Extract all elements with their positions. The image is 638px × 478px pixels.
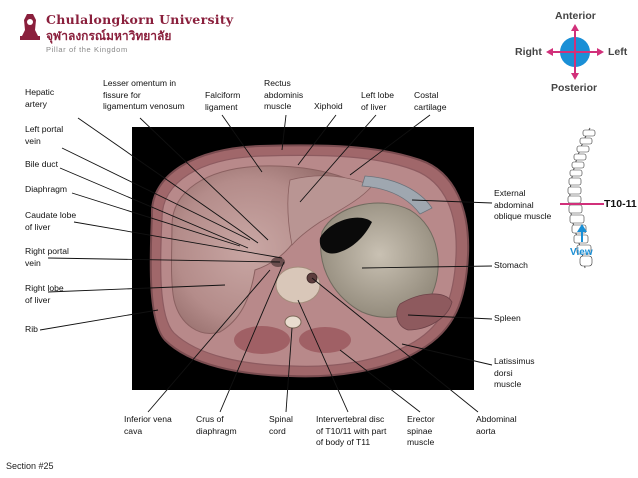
label-right-portal-vein: Right portal vein [25, 246, 69, 268]
label-costal-cartilage: Costal cartilage [414, 90, 447, 112]
label-erector-spinae: Erector spinae muscle [407, 414, 435, 448]
chulalongkorn-seal-icon [20, 14, 40, 40]
spine-level-label: T10-11 [604, 198, 637, 210]
label-falciform-ligament: Falciform ligament [205, 90, 241, 112]
label-abdominal-aorta: Abdominal aorta [476, 414, 517, 436]
view-arrow-icon [577, 224, 587, 242]
label-rib: Rib [25, 324, 38, 334]
university-name-th: จุฬาลงกรณ์มหาวิทยาลัย [46, 29, 172, 43]
label-right-lobe: Right lobe of liver [25, 283, 64, 305]
label-caudate-lobe: Caudate lobe of liver [25, 210, 77, 232]
label-crus-of-diaphragm: Crus of diaphragm [196, 414, 237, 436]
section-number: Section #25 [6, 461, 54, 471]
label-spinal-cord: Spinal cord [269, 414, 293, 436]
label-xiphoid: Xiphoid [314, 101, 343, 111]
spleen [396, 293, 453, 331]
label-rectus-abdominis: Rectus abdominis muscle [264, 78, 304, 112]
label-spleen: Spleen [494, 313, 521, 323]
label-hepatic-artery: Hepatic artery [25, 87, 55, 109]
orientation-top: Anterior [555, 10, 596, 22]
label-stomach: Stomach [494, 260, 528, 270]
stomach-lumen [319, 217, 372, 254]
orientation-compass [546, 24, 604, 80]
view-label: View [570, 247, 593, 258]
label-inferior-vena-cava: Inferior vena cava [124, 414, 172, 436]
spinal-canal [284, 315, 302, 329]
university-tagline: Pillar of the Kingdom [46, 45, 128, 54]
label-intervertebral-disc: Intervertebral disc of T10/11 with part … [316, 414, 387, 448]
label-left-lobe: Left lobe of liver [361, 90, 394, 112]
label-external-oblique: External abdominal oblique muscle [494, 188, 552, 222]
orientation-right: Left [608, 46, 628, 58]
leader-lines [39, 114, 493, 413]
costal-cartilage [361, 175, 433, 215]
erector-spinae [234, 326, 290, 354]
label-lesser-omentum: Lesser omentum in fissure for ligamentum… [103, 78, 185, 112]
university-name-en: Chulalongkorn University [46, 12, 234, 27]
orientation-left: Right [515, 46, 542, 58]
label-latissimus-dorsi: Latissimus dorsi muscle [494, 356, 535, 390]
left-lobe [287, 175, 373, 246]
label-bile-duct: Bile duct [25, 159, 58, 169]
erector-spinae-left [299, 327, 351, 353]
label-diaphragm: Diaphragm [25, 184, 68, 194]
label-left-portal-vein: Left portal vein [25, 124, 64, 146]
orientation-bottom: Posterior [551, 82, 598, 94]
vertebral-body [275, 266, 321, 304]
